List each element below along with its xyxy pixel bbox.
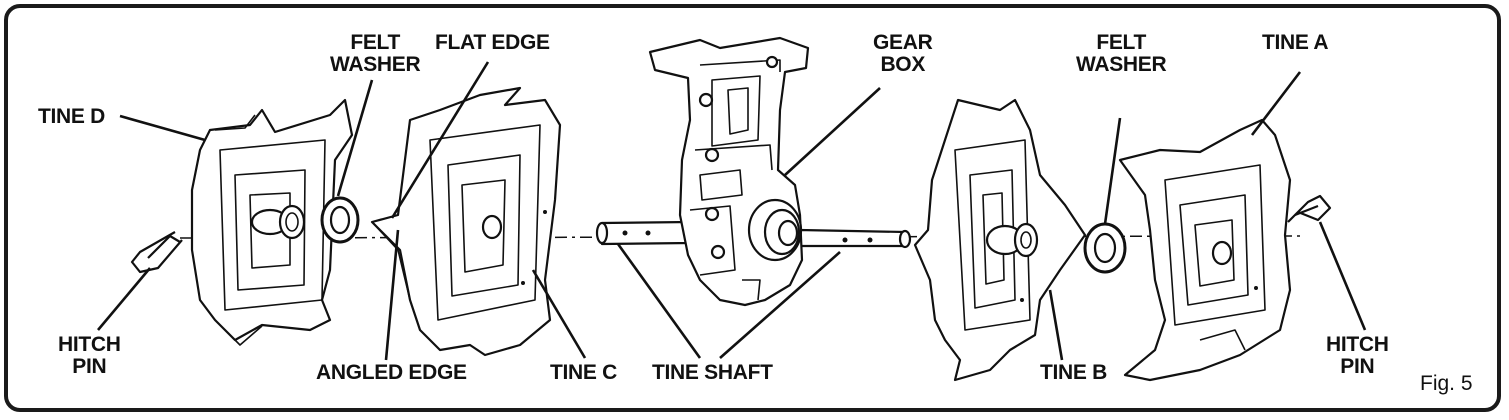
leader-tine-shaft-right: [719, 251, 841, 359]
leader-felt-washer-right: [1103, 117, 1122, 225]
figure-caption: Fig. 5: [1420, 372, 1473, 395]
label-felt-washer-left: FELT WASHER: [330, 31, 421, 76]
tine-c-part: [370, 86, 562, 357]
label-tine-c: TINE C: [550, 361, 618, 384]
tine-d-part: [190, 98, 354, 346]
label-tine-a: TINE A: [1262, 31, 1329, 54]
hitch-pin-left-part: [130, 231, 183, 274]
tine-shaft-part: [595, 220, 912, 249]
hitch-pin-right-part: [1287, 194, 1332, 223]
label-angled-edge: ANGLED EDGE: [316, 361, 467, 384]
leader-angled-edge: [384, 229, 400, 361]
gear-box-part: [648, 36, 810, 307]
label-felt-washer-right: FELT WASHER: [1076, 31, 1167, 76]
leader-tine-c: [531, 269, 587, 359]
leader-tine-a: [1250, 71, 1302, 136]
leader-tine-b: [1048, 289, 1064, 361]
tine-a-part: [1118, 118, 1292, 382]
leader-hitch-pin-left: [97, 267, 151, 331]
leader-tine-d: [119, 114, 206, 142]
leader-flat-edge: [390, 61, 490, 219]
felt-washer-left-part: [320, 196, 360, 244]
label-hitch-pin-right: HITCH PIN: [1326, 333, 1389, 378]
label-tine-shaft: TINE SHAFT: [652, 361, 773, 384]
tine-b-part: [913, 98, 1087, 382]
leader-felt-washer-left: [336, 79, 374, 197]
label-tine-b: TINE B: [1040, 361, 1108, 384]
label-gear-box: GEAR BOX: [873, 31, 933, 76]
felt-washer-right-part: [1083, 222, 1127, 274]
leader-tine-shaft-left: [616, 243, 702, 359]
leader-hitch-pin-right: [1318, 221, 1367, 331]
leader-gear-box: [784, 87, 881, 176]
label-flat-edge: FLAT EDGE: [435, 31, 550, 54]
label-hitch-pin-left: HITCH PIN: [58, 333, 121, 378]
label-tine-d: TINE D: [38, 105, 106, 128]
